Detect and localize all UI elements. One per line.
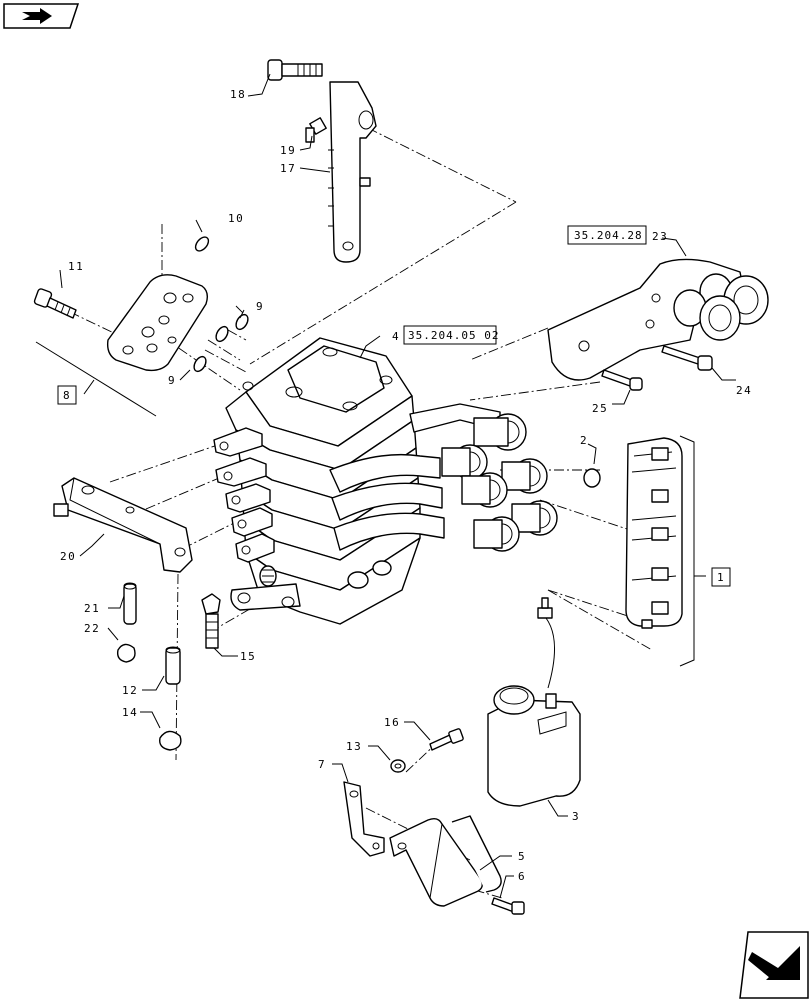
ref-box-35-204-28[interactable]: 35.204.28 xyxy=(567,225,647,245)
callout-14: 14 xyxy=(122,706,138,719)
support-plate-7 xyxy=(343,781,385,857)
callout-20: 20 xyxy=(60,550,76,563)
callout-22: 22 xyxy=(84,622,100,635)
bolt-25 xyxy=(601,369,643,391)
callout-9b: 9 xyxy=(168,374,176,387)
callout-21: 21 xyxy=(84,602,100,615)
adapter-plate xyxy=(106,274,209,372)
small-bolt-19 xyxy=(305,117,327,143)
callout-17: 17 xyxy=(280,162,296,175)
assembly-bracket-1 xyxy=(679,435,695,667)
svg-text:1: 1 xyxy=(717,571,725,584)
callout-2: 2 xyxy=(580,434,588,447)
callout-5: 5 xyxy=(518,850,526,863)
o-rings xyxy=(193,236,249,373)
callout-7: 7 xyxy=(318,758,326,771)
bolt-6 xyxy=(491,897,525,915)
prev-page-button[interactable] xyxy=(3,3,80,29)
bolt-16 xyxy=(429,728,464,751)
ref-box-1[interactable]: 1 xyxy=(711,567,731,587)
callout-3: 3 xyxy=(572,810,580,823)
next-page-button[interactable] xyxy=(739,931,809,999)
pins-and-clips xyxy=(116,582,182,751)
arrow-back-icon xyxy=(22,8,52,24)
callout-6: 6 xyxy=(518,870,526,883)
control-valve-assembly-4 xyxy=(213,337,558,625)
leader-lines xyxy=(35,73,736,899)
bolt-15 xyxy=(201,593,221,649)
svg-text:35.204.28: 35.204.28 xyxy=(574,229,643,242)
couplers xyxy=(441,413,558,552)
callout-25: 25 xyxy=(592,402,608,415)
ref-box-35-204-05-02[interactable]: 35.204.05 02 xyxy=(403,325,499,345)
svg-text:35.204.05 02: 35.204.05 02 xyxy=(408,329,499,342)
callout-15: 15 xyxy=(240,650,256,663)
ref-box-8[interactable]: 8 xyxy=(57,385,77,405)
callout-18: 18 xyxy=(230,88,246,101)
arrow-forward-icon xyxy=(748,946,800,980)
callout-labels: 18 19 17 10 11 9 9 4 23 24 25 2 20 21 22… xyxy=(60,88,752,883)
callout-19: 19 xyxy=(280,144,296,157)
cap-screw-18 xyxy=(267,59,323,81)
strap-5 xyxy=(389,815,502,907)
cap-screw-11 xyxy=(33,288,77,319)
bracket-20 xyxy=(53,477,193,573)
callout-4: 4 xyxy=(392,330,400,343)
svg-text:8: 8 xyxy=(63,389,71,402)
coupler-cover-1 xyxy=(625,437,683,629)
reservoir-3 xyxy=(487,597,581,807)
bracket-arm-17 xyxy=(328,81,377,263)
callout-16: 16 xyxy=(384,716,400,729)
bolt-24 xyxy=(661,345,713,371)
washer-13 xyxy=(390,759,406,773)
outlet-manifold-23 xyxy=(547,258,769,381)
callout-24: 24 xyxy=(736,384,752,397)
callout-23: 23 xyxy=(652,230,668,243)
callout-11: 11 xyxy=(68,260,84,273)
ring-2 xyxy=(583,468,601,488)
callout-10: 10 xyxy=(228,212,244,225)
callout-12: 12 xyxy=(122,684,138,697)
callout-9a: 9 xyxy=(256,300,264,313)
callout-13: 13 xyxy=(346,740,362,753)
